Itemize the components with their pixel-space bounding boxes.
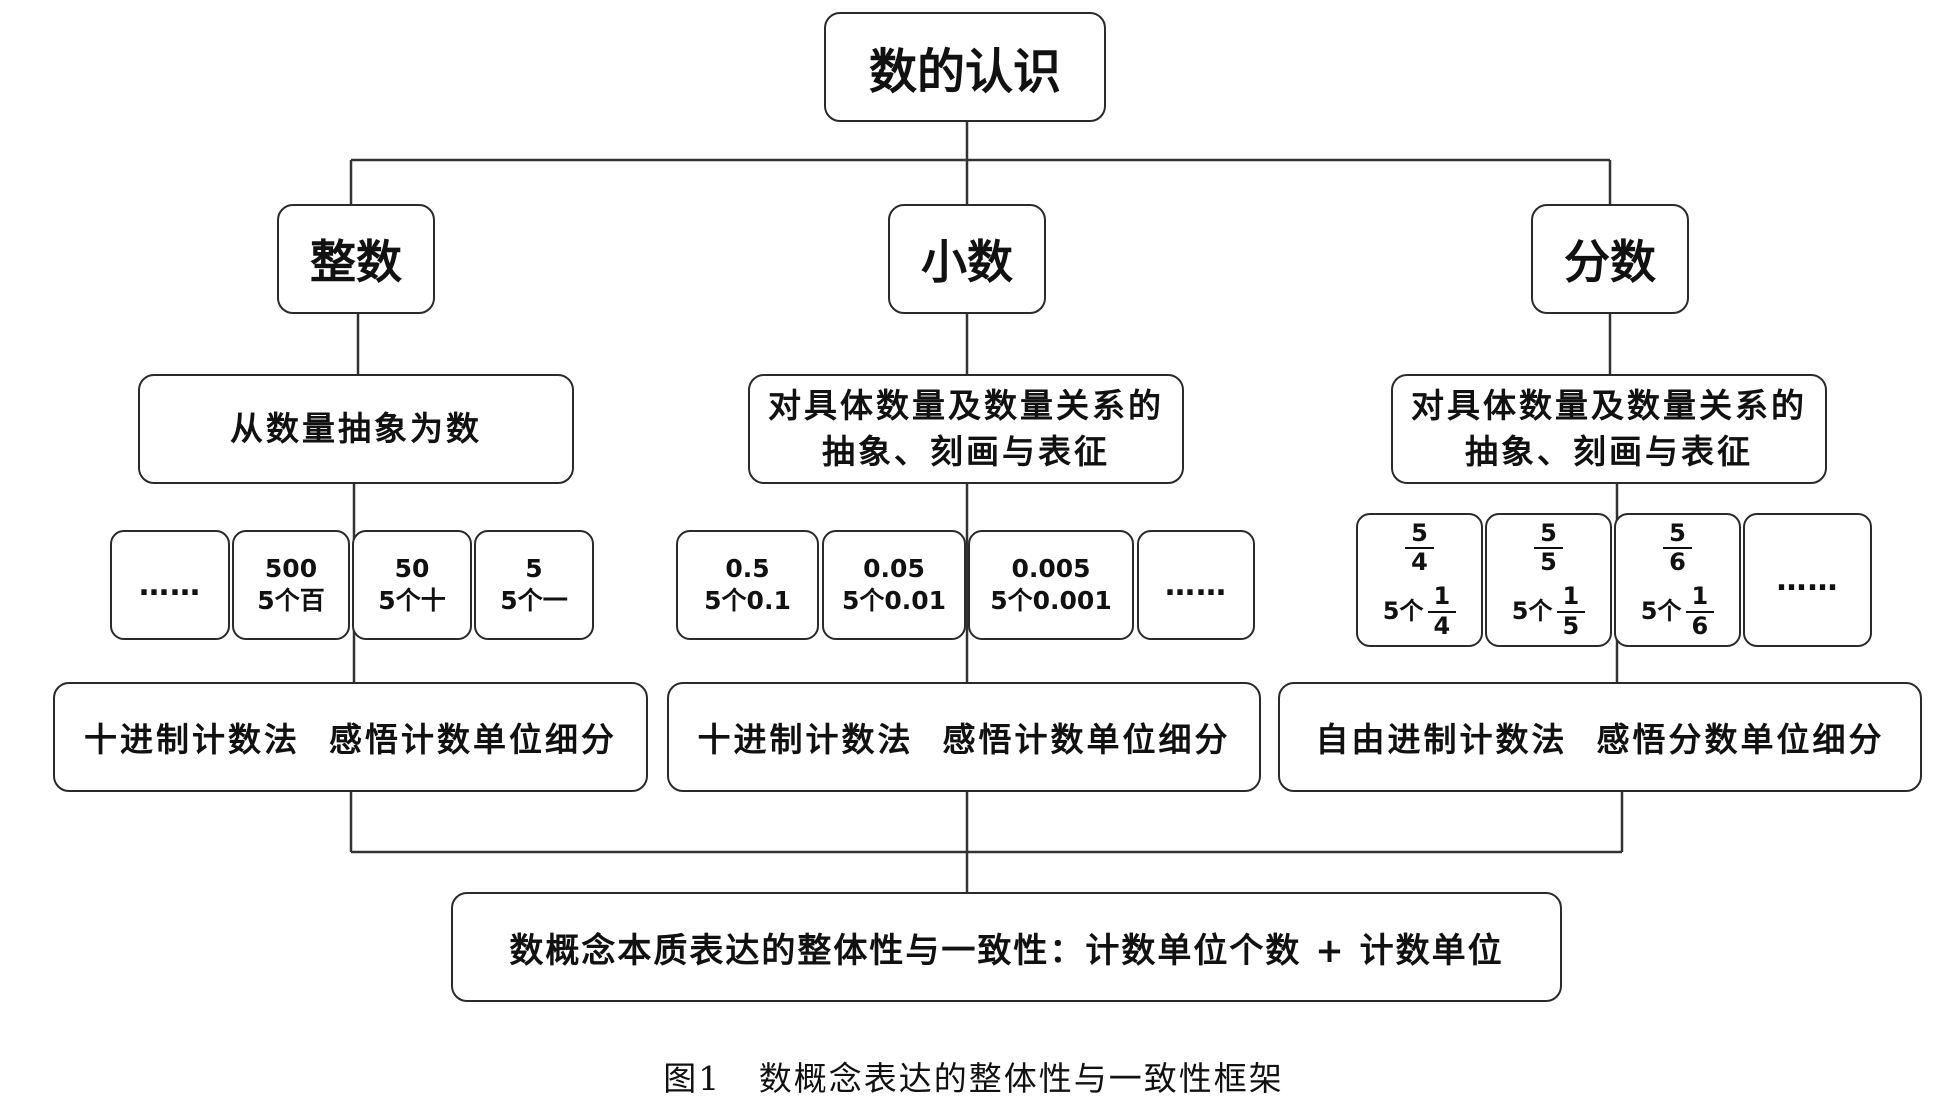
fraction-example-5-5: 5 5 5个 1 5 (1485, 513, 1612, 647)
summary-text: 数概念本质表达的整体性与一致性：计数单位个数 + 计数单位 (509, 930, 1504, 971)
fraction-unit: 1 6 (1685, 582, 1715, 640)
integer-example-50: 50 5个十 (352, 530, 472, 640)
decimal-description-box: 对具体数量及数量关系的抽象、刻画与表征 (748, 374, 1184, 484)
integer-type-label: 整数 (310, 235, 402, 289)
decimal-method-box: 十进制计数法 感悟计数单位细分 (667, 682, 1261, 792)
fraction-description-box: 对具体数量及数量关系的抽象、刻画与表征 (1391, 374, 1827, 484)
caption-text: 图1 数概念表达的整体性与一致性框架 (663, 1059, 1284, 1098)
fraction-numerator: 1 (1691, 582, 1709, 610)
fraction-bar (1685, 610, 1715, 613)
fraction-denominator: 5 (1562, 611, 1580, 640)
example-value: 500 (264, 553, 318, 583)
fraction-bar (1405, 547, 1434, 550)
fraction-example-5-6: 5 6 5个 1 6 (1614, 513, 1741, 647)
integer-example-5: 5 5个一 (474, 530, 594, 640)
example-unit: 5个一 (500, 586, 568, 615)
fraction-unit: 1 5 (1556, 582, 1586, 640)
fraction-denominator: 4 (1411, 548, 1428, 577)
example-value: 0.005 (1011, 553, 1091, 583)
example-unit: 5个0.01 (841, 586, 947, 615)
unit-count: 5个 (1511, 597, 1553, 625)
fraction-method-box: 自由进制计数法 感悟分数单位细分 (1278, 682, 1922, 792)
example-unit: 5个0.1 (704, 586, 791, 615)
unit-count: 5个 (1640, 597, 1682, 625)
title-text: 数的认识 (868, 44, 1061, 100)
ellipsis-text: …… (1776, 562, 1839, 598)
fraction-example-ellipsis: …… (1743, 513, 1872, 647)
fraction-unit-row: 5个 1 4 (1382, 582, 1457, 640)
fraction-numerator: 1 (1562, 582, 1580, 610)
title-box: 数的认识 (824, 12, 1106, 122)
fraction-denominator: 4 (1433, 611, 1451, 640)
integer-description-box: 从数量抽象为数 (138, 374, 574, 484)
fraction-denominator: 5 (1540, 548, 1557, 577)
fraction-numerator: 1 (1433, 582, 1451, 610)
fraction-numerator: 5 (1669, 518, 1686, 547)
decimal-method-text: 十进制计数法 感悟计数单位细分 (697, 720, 1231, 759)
fraction-unit-row: 5个 1 6 (1640, 582, 1715, 640)
fraction-value: 5 6 (1663, 518, 1692, 577)
fraction-bar (1663, 547, 1692, 550)
fraction-bar (1534, 547, 1563, 550)
fraction-numerator: 5 (1411, 518, 1428, 547)
decimal-example-0-5: 0.5 5个0.1 (676, 530, 819, 640)
decimal-example-0-005: 0.005 5个0.001 (968, 530, 1134, 640)
unit-count: 5个 (1382, 597, 1424, 625)
summary-box: 数概念本质表达的整体性与一致性：计数单位个数 + 计数单位 (451, 892, 1562, 1002)
example-unit: 5个十 (378, 586, 446, 615)
fraction-description-text: 对具体数量及数量关系的抽象、刻画与表征 (1411, 385, 1807, 471)
example-unit: 5个百 (257, 586, 325, 615)
integer-example-500: 500 5个百 (232, 530, 350, 640)
integer-description-text: 从数量抽象为数 (230, 408, 482, 448)
decimal-type-label: 小数 (921, 235, 1013, 289)
figure-caption: 图1 数概念表达的整体性与一致性框架 (0, 1052, 1947, 1100)
integer-type-box: 整数 (277, 204, 435, 314)
ellipsis-text: …… (139, 567, 201, 603)
example-value: 50 (394, 553, 430, 583)
fraction-denominator: 6 (1669, 548, 1686, 577)
decimal-type-box: 小数 (888, 204, 1046, 314)
fraction-bar (1556, 610, 1586, 613)
decimal-example-0-05: 0.05 5个0.01 (822, 530, 966, 640)
decimal-description-text: 对具体数量及数量关系的抽象、刻画与表征 (768, 385, 1164, 471)
fraction-type-box: 分数 (1531, 204, 1689, 314)
fraction-denominator: 6 (1691, 611, 1709, 640)
fraction-unit: 1 4 (1427, 582, 1457, 640)
fraction-unit-row: 5个 1 5 (1511, 582, 1586, 640)
fraction-value: 5 4 (1405, 518, 1434, 577)
fraction-value: 5 5 (1534, 518, 1563, 577)
fraction-type-label: 分数 (1564, 235, 1656, 289)
example-value: 0.05 (863, 553, 925, 583)
integer-example-ellipsis: …… (110, 530, 230, 640)
fraction-numerator: 5 (1540, 518, 1557, 547)
ellipsis-text: …… (1165, 567, 1227, 603)
integer-method-text: 十进制计数法 感悟计数单位细分 (84, 720, 617, 759)
fraction-example-5-4: 5 4 5个 1 4 (1356, 513, 1483, 647)
example-unit: 5个0.001 (990, 586, 1112, 615)
decimal-example-ellipsis: …… (1137, 530, 1255, 640)
example-value: 0.5 (725, 553, 770, 583)
integer-method-box: 十进制计数法 感悟计数单位细分 (53, 682, 648, 792)
example-value: 5 (525, 553, 543, 583)
fraction-bar (1427, 610, 1457, 613)
fraction-method-text: 自由进制计数法 感悟分数单位细分 (1315, 720, 1885, 759)
